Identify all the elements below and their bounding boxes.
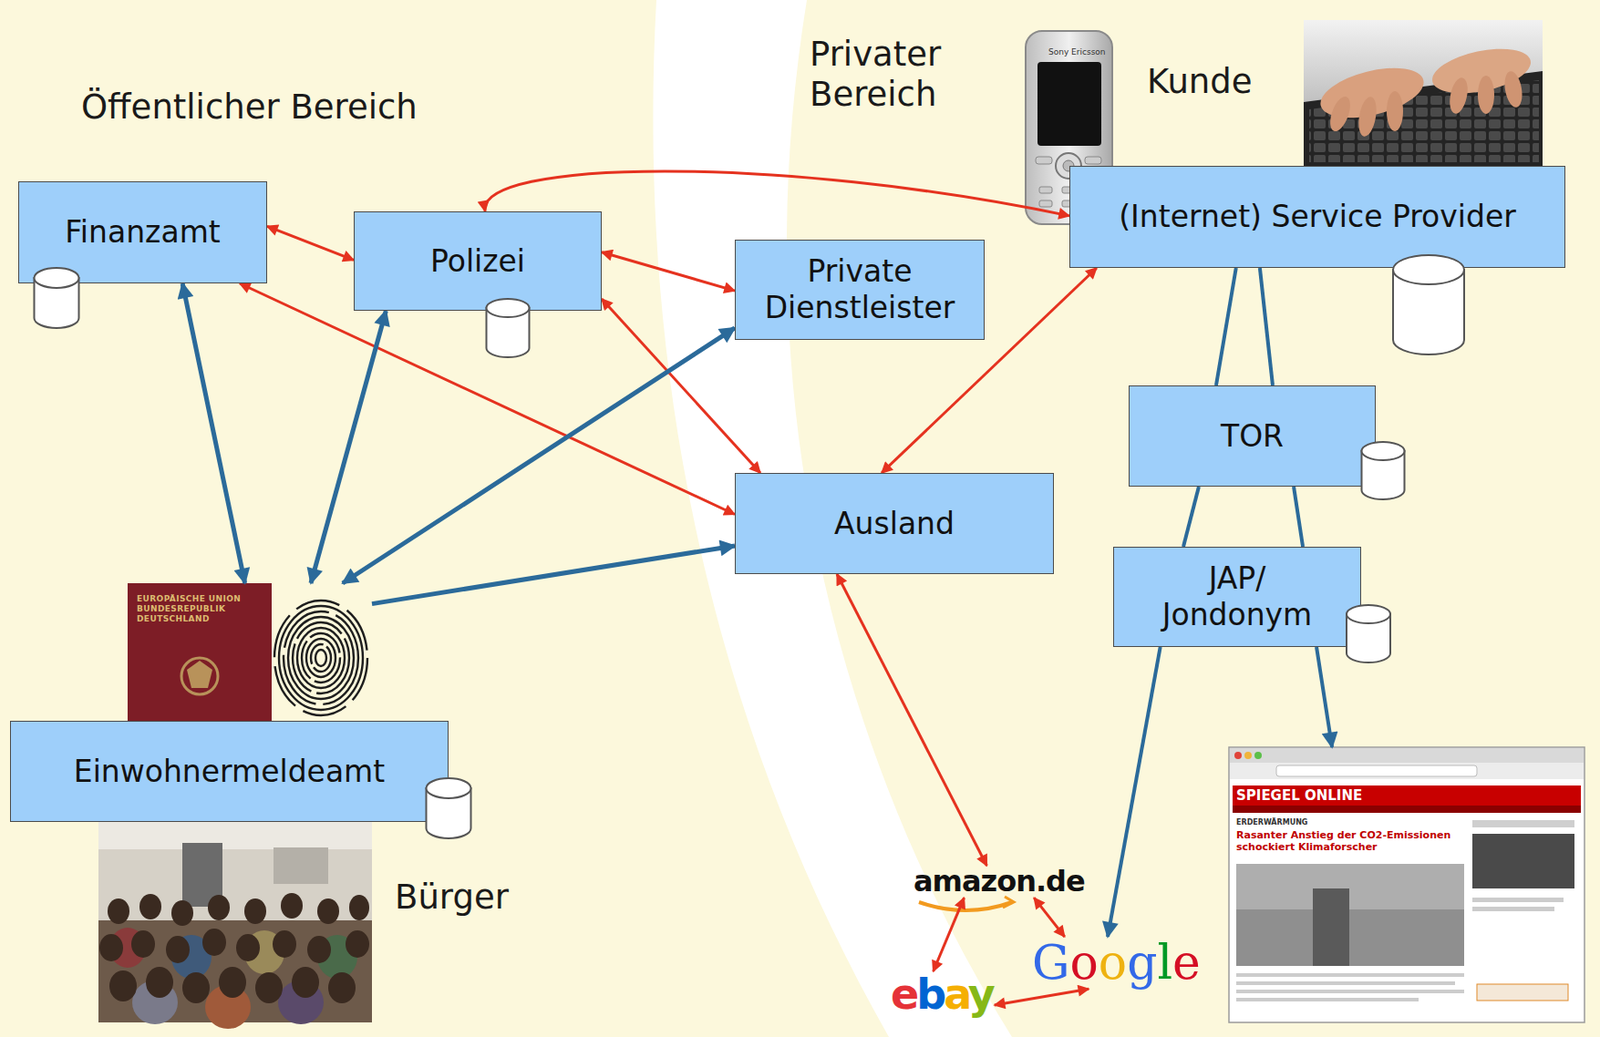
logo-node: ebay [888, 971, 995, 1019]
region-label-holder: Öffentlicher Bereich [81, 87, 418, 128]
connector-arrow [267, 226, 354, 260]
node-text: Rasanter Anstieg der CO2-Emissionen scho… [1236, 829, 1465, 854]
amazon-smile-tip [1002, 897, 1014, 909]
connector-line [1216, 268, 1237, 386]
node-text: SPIEGEL ONLINE [1236, 787, 1363, 805]
node-text: (Internet) Service Provider [1118, 198, 1517, 236]
region-label: Privater Bereich [809, 34, 992, 116]
logo-letter: a [943, 970, 969, 1020]
actor-label-holder: Kunde [1146, 61, 1253, 103]
connector-arrow [1033, 898, 1065, 938]
logo-letter: G [1032, 935, 1071, 991]
crowd-photo [98, 822, 372, 1030]
office-box: Einwohnermeldeamt [10, 721, 449, 823]
node-text: Einwohnermeldeamt [73, 753, 385, 791]
logo-letter: y [968, 970, 993, 1020]
connector-arrow [371, 546, 735, 605]
logo-letter: o [1098, 935, 1127, 991]
provider-box: (Internet) Service Provider [1069, 165, 1566, 269]
browser-screenshot [1228, 747, 1585, 1023]
connector-line [1259, 268, 1273, 386]
logo-letter: e [890, 970, 917, 1020]
brand-label-holder: Sony Ericsson [1048, 47, 1106, 58]
logo-letter: b [916, 970, 944, 1020]
node-text: Ausland [834, 505, 955, 543]
office-box: Polizei [353, 211, 602, 311]
connector-arrow [342, 328, 735, 584]
connector-line [1293, 486, 1303, 548]
connector-arrow [1316, 647, 1332, 748]
node-text: EUROPÄISCHE UNION BUNDESREPUBLIK DEUTSCH… [136, 594, 248, 625]
node-text: amazon.de [913, 866, 1085, 899]
brand-label: Sony Ericsson [1048, 47, 1106, 58]
connector-arrow [601, 252, 735, 291]
actor-label-holder: Bürger [394, 877, 509, 919]
anonymizer-box: JAP/ Jondonym [1113, 547, 1362, 648]
connector-arrow [239, 283, 735, 516]
laptop-photo [1303, 20, 1543, 166]
node-text: Finanzamt [64, 214, 220, 251]
passport-fingerprint [127, 583, 368, 722]
actor-label: Bürger [394, 877, 509, 919]
connector-arrow [836, 574, 987, 867]
logo-letter: o [1070, 935, 1099, 991]
office-box: Private Dienstleister [734, 239, 985, 341]
amazon-smile [918, 902, 1012, 911]
node-text: Polizei [430, 243, 526, 280]
connector-arrow [1107, 647, 1161, 938]
node-text: Google [1032, 937, 1201, 990]
node-text: ERDERWÄRMUNG [1236, 818, 1585, 828]
logo-node: Google [1030, 937, 1203, 990]
office-box: Finanzamt [18, 181, 268, 284]
passport-node: EUROPÄISCHE UNION BUNDESREPUBLIK DEUTSCH… [127, 583, 372, 722]
database-icon [34, 255, 1466, 839]
logo-node: amazon.de [911, 866, 1087, 899]
connector-arrow [310, 310, 386, 584]
office-box: Ausland [734, 473, 1054, 575]
screenshot-node: SPIEGEL ONLINE ERDERWÄRMUNGRasanter Ansti… [1228, 747, 1585, 1023]
connector-arrow [485, 171, 1070, 217]
connector-arrow [994, 989, 1089, 1006]
connector-line [1183, 486, 1199, 548]
logo-letter: e [1172, 935, 1201, 991]
logo-letter: g [1126, 935, 1157, 991]
anonymizer-box: TOR [1128, 385, 1376, 487]
actor-label: Kunde [1146, 61, 1253, 103]
node-text: JAP/ Jondonym [1145, 560, 1329, 633]
node-text: TOR [1220, 418, 1284, 455]
connector-arrow [933, 898, 965, 972]
logo-letter: l [1156, 935, 1173, 991]
connector-arrow [182, 283, 245, 584]
region-label: Öffentlicher Bereich [81, 87, 418, 128]
node-text: ebay [890, 971, 993, 1019]
node-text: Private Dienstleister [750, 253, 970, 326]
region-label-holder: Privater Bereich [809, 34, 992, 116]
